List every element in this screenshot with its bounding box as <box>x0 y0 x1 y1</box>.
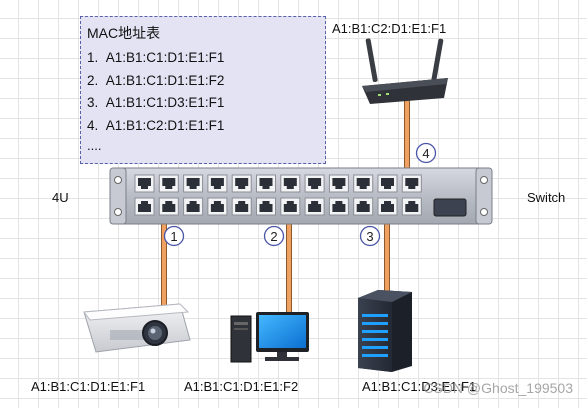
switch-port <box>353 197 374 216</box>
port-badge-3: 3 <box>359 225 381 247</box>
cables <box>161 100 410 316</box>
server-icon <box>358 290 412 372</box>
watermark: CSDN @Ghost_199503 <box>423 380 573 396</box>
switch-port <box>280 197 301 216</box>
switch-port <box>207 197 228 216</box>
mac-table-row-mac: A1:B1:C2:D1:E1:F1 <box>105 117 225 133</box>
port-badge-1: 1 <box>163 225 185 247</box>
mac-table-row-index: 3. <box>87 95 99 110</box>
port-badge-2-label: 2 <box>270 229 277 244</box>
desktop-mac-label: A1:B1:C1:D1:E1:F2 <box>184 379 299 394</box>
switch-port <box>256 174 276 193</box>
mac-table-row-index: 1. <box>87 50 99 65</box>
switch-name-label: Switch <box>527 190 566 205</box>
switch-port <box>401 197 422 216</box>
switch-icon <box>109 167 493 225</box>
mac-table-row: 4. A1:B1:C2:D1:E1:F1 <box>87 115 319 138</box>
server-mac-label: A1:B1:C1:D3:E1:F1 <box>362 379 477 394</box>
switch-port <box>304 174 325 193</box>
switch-port <box>158 197 179 216</box>
mac-table-row: 2. A1:B1:C1:D1:E1:F2 <box>87 70 319 93</box>
wireless-router-icon <box>362 38 448 104</box>
rack-unit-label: 4U <box>52 190 69 205</box>
switch-port <box>134 174 155 193</box>
switch-port <box>353 174 374 193</box>
mac-table-row-mac: A1:B1:C1:D1:E1:F2 <box>105 72 225 88</box>
mac-table-row-index: 2. <box>87 72 99 88</box>
switch-port <box>377 197 398 216</box>
switch-port <box>231 174 252 193</box>
mac-table-title: MAC地址表 <box>87 25 161 41</box>
router-mac-label: A1:B1:C2:D1:E1:F1 <box>332 21 447 36</box>
port-badge-3-label: 3 <box>366 229 373 244</box>
switch-port <box>377 174 398 193</box>
mac-table-row: 1. A1:B1:C1:D1:E1:F1 <box>87 47 319 70</box>
switch-port <box>256 197 276 216</box>
mac-table-row-index: 4. <box>87 117 99 133</box>
projector-mac-label: A1:B1:C1:D1:E1:F1 <box>31 379 146 394</box>
port-badge-2: 2 <box>263 225 285 247</box>
switch-port <box>207 174 228 193</box>
desktop-computer-icon <box>230 312 309 363</box>
mac-table-row: 3. A1:B1:C1:D3:E1:F1 <box>87 92 319 115</box>
mac-address-table: MAC地址表 1. A1:B1:C1:D1:E1:F1 2. A1:B1:C1:… <box>80 16 326 164</box>
mac-table-row-mac: A1:B1:C1:D1:E1:F1 <box>105 50 225 65</box>
port-badge-4-label: 4 <box>422 146 429 161</box>
switch-port <box>183 174 204 193</box>
switch-port <box>328 174 349 193</box>
mac-table-ellipsis: .... <box>87 138 102 153</box>
port-badge-4: 4 <box>415 142 437 164</box>
projector-icon <box>83 303 191 353</box>
switch-port <box>328 197 349 216</box>
switch-port <box>401 174 422 193</box>
switch-port <box>280 174 301 193</box>
switch-port <box>183 197 204 216</box>
port-badge-1-label: 1 <box>170 229 177 244</box>
switch-uplink-module <box>433 198 467 217</box>
mac-table-row-mac: A1:B1:C1:D3:E1:F1 <box>105 95 225 110</box>
switch-port <box>231 197 252 216</box>
switch-port-grid <box>134 174 422 216</box>
switch-port <box>304 197 325 216</box>
switch-port <box>134 197 155 216</box>
switch-port <box>158 174 179 193</box>
port-badges: 1 2 3 4 <box>163 142 437 247</box>
